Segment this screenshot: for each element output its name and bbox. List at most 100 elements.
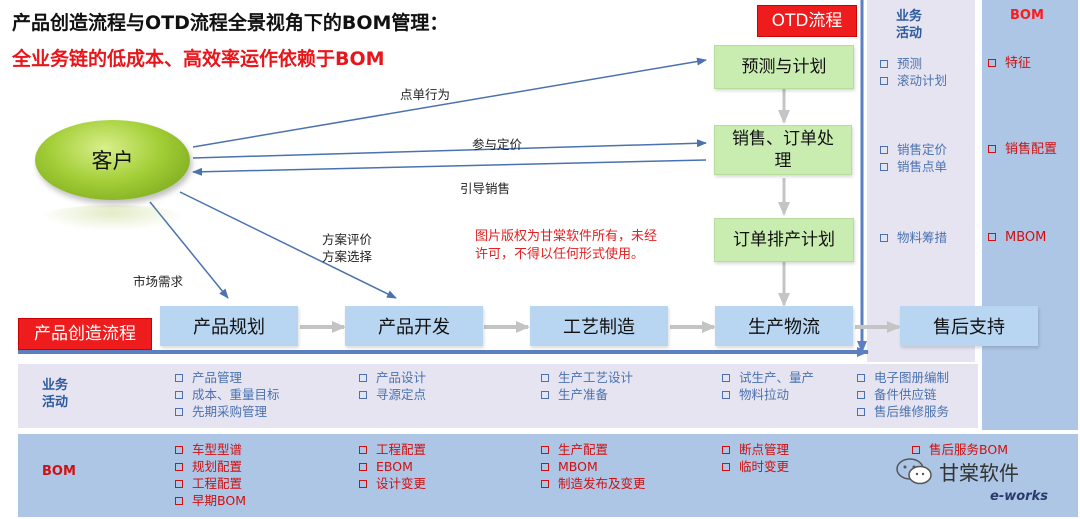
- list-item: MBOM: [988, 229, 1046, 246]
- list-item: 生产配置: [541, 441, 646, 458]
- list-item: 售后维修服务: [857, 403, 949, 420]
- label-market-demand: 市场需求: [133, 274, 184, 289]
- checkbox-square-icon: [175, 408, 183, 416]
- right-bom-panel: [982, 0, 1078, 430]
- list-item: 成本、重量目标: [175, 386, 280, 403]
- checkbox-square-icon: [912, 446, 920, 454]
- list-item: 生产准备: [541, 386, 633, 403]
- product-creation-label: 产品创造流程: [18, 318, 152, 350]
- checkbox-square-icon: [722, 446, 730, 454]
- checkbox-square-icon: [880, 163, 888, 171]
- list-item: 制造发布及变更: [541, 475, 646, 492]
- label-pricing: 参与定价: [472, 137, 523, 152]
- list-item: 特征: [988, 55, 1031, 72]
- right-activities-sales: 销售定价 销售点单: [880, 141, 947, 175]
- arrow-evaluate: [179, 191, 397, 299]
- checkbox-square-icon: [722, 374, 730, 382]
- right-bom-feature: 特征: [988, 55, 1031, 72]
- list-item: 物料拉动: [722, 386, 814, 403]
- bottom-activities-aftersales: 电子图册编制 备件供应链 售后维修服务: [857, 369, 949, 420]
- checkbox-square-icon: [175, 480, 183, 488]
- list-item: 滚动计划: [880, 72, 947, 89]
- checkbox-square-icon: [175, 497, 183, 505]
- watermark-text: 甘棠软件: [939, 461, 1019, 485]
- wechat-icon: [896, 458, 932, 485]
- label-order-behavior: 点单行为: [400, 87, 451, 102]
- list-item: 车型型谱: [175, 441, 246, 458]
- copyright-note: 图片版权为甘棠软件所有，未经 许可，不得以任何形式使用。: [475, 228, 657, 264]
- right-bom-sales-config: 销售配置: [988, 141, 1057, 158]
- pc-step-manufacturing: 工艺制造: [530, 306, 668, 346]
- pc-step-development: 产品开发: [345, 306, 483, 346]
- list-item: 工程配置: [359, 441, 426, 458]
- list-item: 产品设计: [359, 369, 426, 386]
- checkbox-square-icon: [880, 146, 888, 154]
- label-scheme-evaluation: 方案评价: [322, 232, 373, 247]
- page-title: 产品创造流程与OTD流程全景视角下的BOM管理：: [12, 12, 449, 34]
- copyright-line-1: 图片版权为甘棠软件所有，未经: [475, 229, 658, 244]
- checkbox-square-icon: [857, 374, 865, 382]
- checkbox-square-icon: [541, 446, 549, 454]
- label-guide-sales: 引导销售: [460, 181, 511, 196]
- watermark-brand: e-works: [990, 489, 1048, 504]
- bottom-activities-development: 产品设计 寻源定点: [359, 369, 426, 403]
- checkbox-square-icon: [857, 408, 865, 416]
- checkbox-square-icon: [722, 463, 730, 471]
- checkbox-square-icon: [988, 145, 996, 153]
- list-item: 生产工艺设计: [541, 369, 633, 386]
- customer-reflection: [40, 205, 185, 231]
- checkbox-square-icon: [857, 391, 865, 399]
- checkbox-square-icon: [359, 374, 367, 382]
- checkbox-square-icon: [988, 59, 996, 67]
- right-activities-forecast: 预测 滚动计划: [880, 55, 947, 89]
- list-item: 寻源定点: [359, 386, 426, 403]
- bottom-bom-aftersales: 售后服务BOM: [912, 441, 1008, 458]
- otd-step-scheduling: 订单排产计划: [714, 218, 854, 262]
- arrow-guide: [192, 159, 707, 176]
- otd-step-forecast: 预测与计划: [714, 45, 854, 89]
- checkbox-square-icon: [541, 463, 549, 471]
- right-activities-material: 物料筹措: [880, 229, 947, 246]
- checkbox-square-icon: [988, 233, 996, 241]
- bottom-activities-manufacturing: 生产工艺设计 生产准备: [541, 369, 633, 403]
- pc-step-planning: 产品规划: [160, 306, 298, 346]
- list-item: 销售配置: [988, 141, 1057, 158]
- page-subtitle: 全业务链的低成本、高效率运作依赖于BOM: [12, 48, 385, 70]
- list-item: 试生产、量产: [722, 369, 814, 386]
- bottom-activities-planning: 产品管理 成本、重量目标 先期采购管理: [175, 369, 280, 420]
- right-activity-header-line-1: 业务: [896, 9, 923, 24]
- checkbox-square-icon: [541, 480, 549, 488]
- checkbox-square-icon: [175, 463, 183, 471]
- label-scheme-selection: 方案选择: [322, 249, 373, 264]
- list-item: 电子图册编制: [857, 369, 949, 386]
- list-item: 销售定价: [880, 141, 947, 158]
- checkbox-square-icon: [175, 446, 183, 454]
- list-item: 临时变更: [722, 458, 789, 475]
- checkbox-square-icon: [359, 446, 367, 454]
- checkbox-square-icon: [175, 374, 183, 382]
- bottom-activity-header-line-1: 业务: [42, 378, 69, 393]
- checkbox-square-icon: [359, 463, 367, 471]
- checkbox-square-icon: [175, 391, 183, 399]
- list-item: MBOM: [541, 458, 646, 475]
- arrow-order: [192, 57, 707, 148]
- checkbox-square-icon: [541, 374, 549, 382]
- list-item: 规划配置: [175, 458, 246, 475]
- bottom-bom-development: 工程配置 EBOM 设计变更: [359, 441, 426, 492]
- list-item: 物料筹措: [880, 229, 947, 246]
- otd-step-sales-order: 销售、订单处理: [714, 125, 852, 175]
- checkbox-square-icon: [359, 480, 367, 488]
- right-activity-header-line-2: 活动: [896, 26, 923, 41]
- list-item: 销售点单: [880, 158, 947, 175]
- bottom-bom-planning: 车型型谱 规划配置 工程配置 早期BOM: [175, 441, 246, 509]
- copyright-line-2: 许可，不得以任何形式使用。: [475, 247, 645, 262]
- list-item: 售后服务BOM: [912, 441, 1008, 458]
- bottom-bom-manufacturing: 生产配置 MBOM 制造发布及变更: [541, 441, 646, 492]
- pc-step-aftersales: 售后支持: [900, 306, 1038, 346]
- checkbox-square-icon: [880, 77, 888, 85]
- bottom-bom-header: BOM: [42, 464, 76, 479]
- right-activity-header: 业务 活动: [896, 8, 922, 42]
- watermark: 甘棠软件 e-works: [895, 455, 1075, 515]
- checkbox-square-icon: [359, 391, 367, 399]
